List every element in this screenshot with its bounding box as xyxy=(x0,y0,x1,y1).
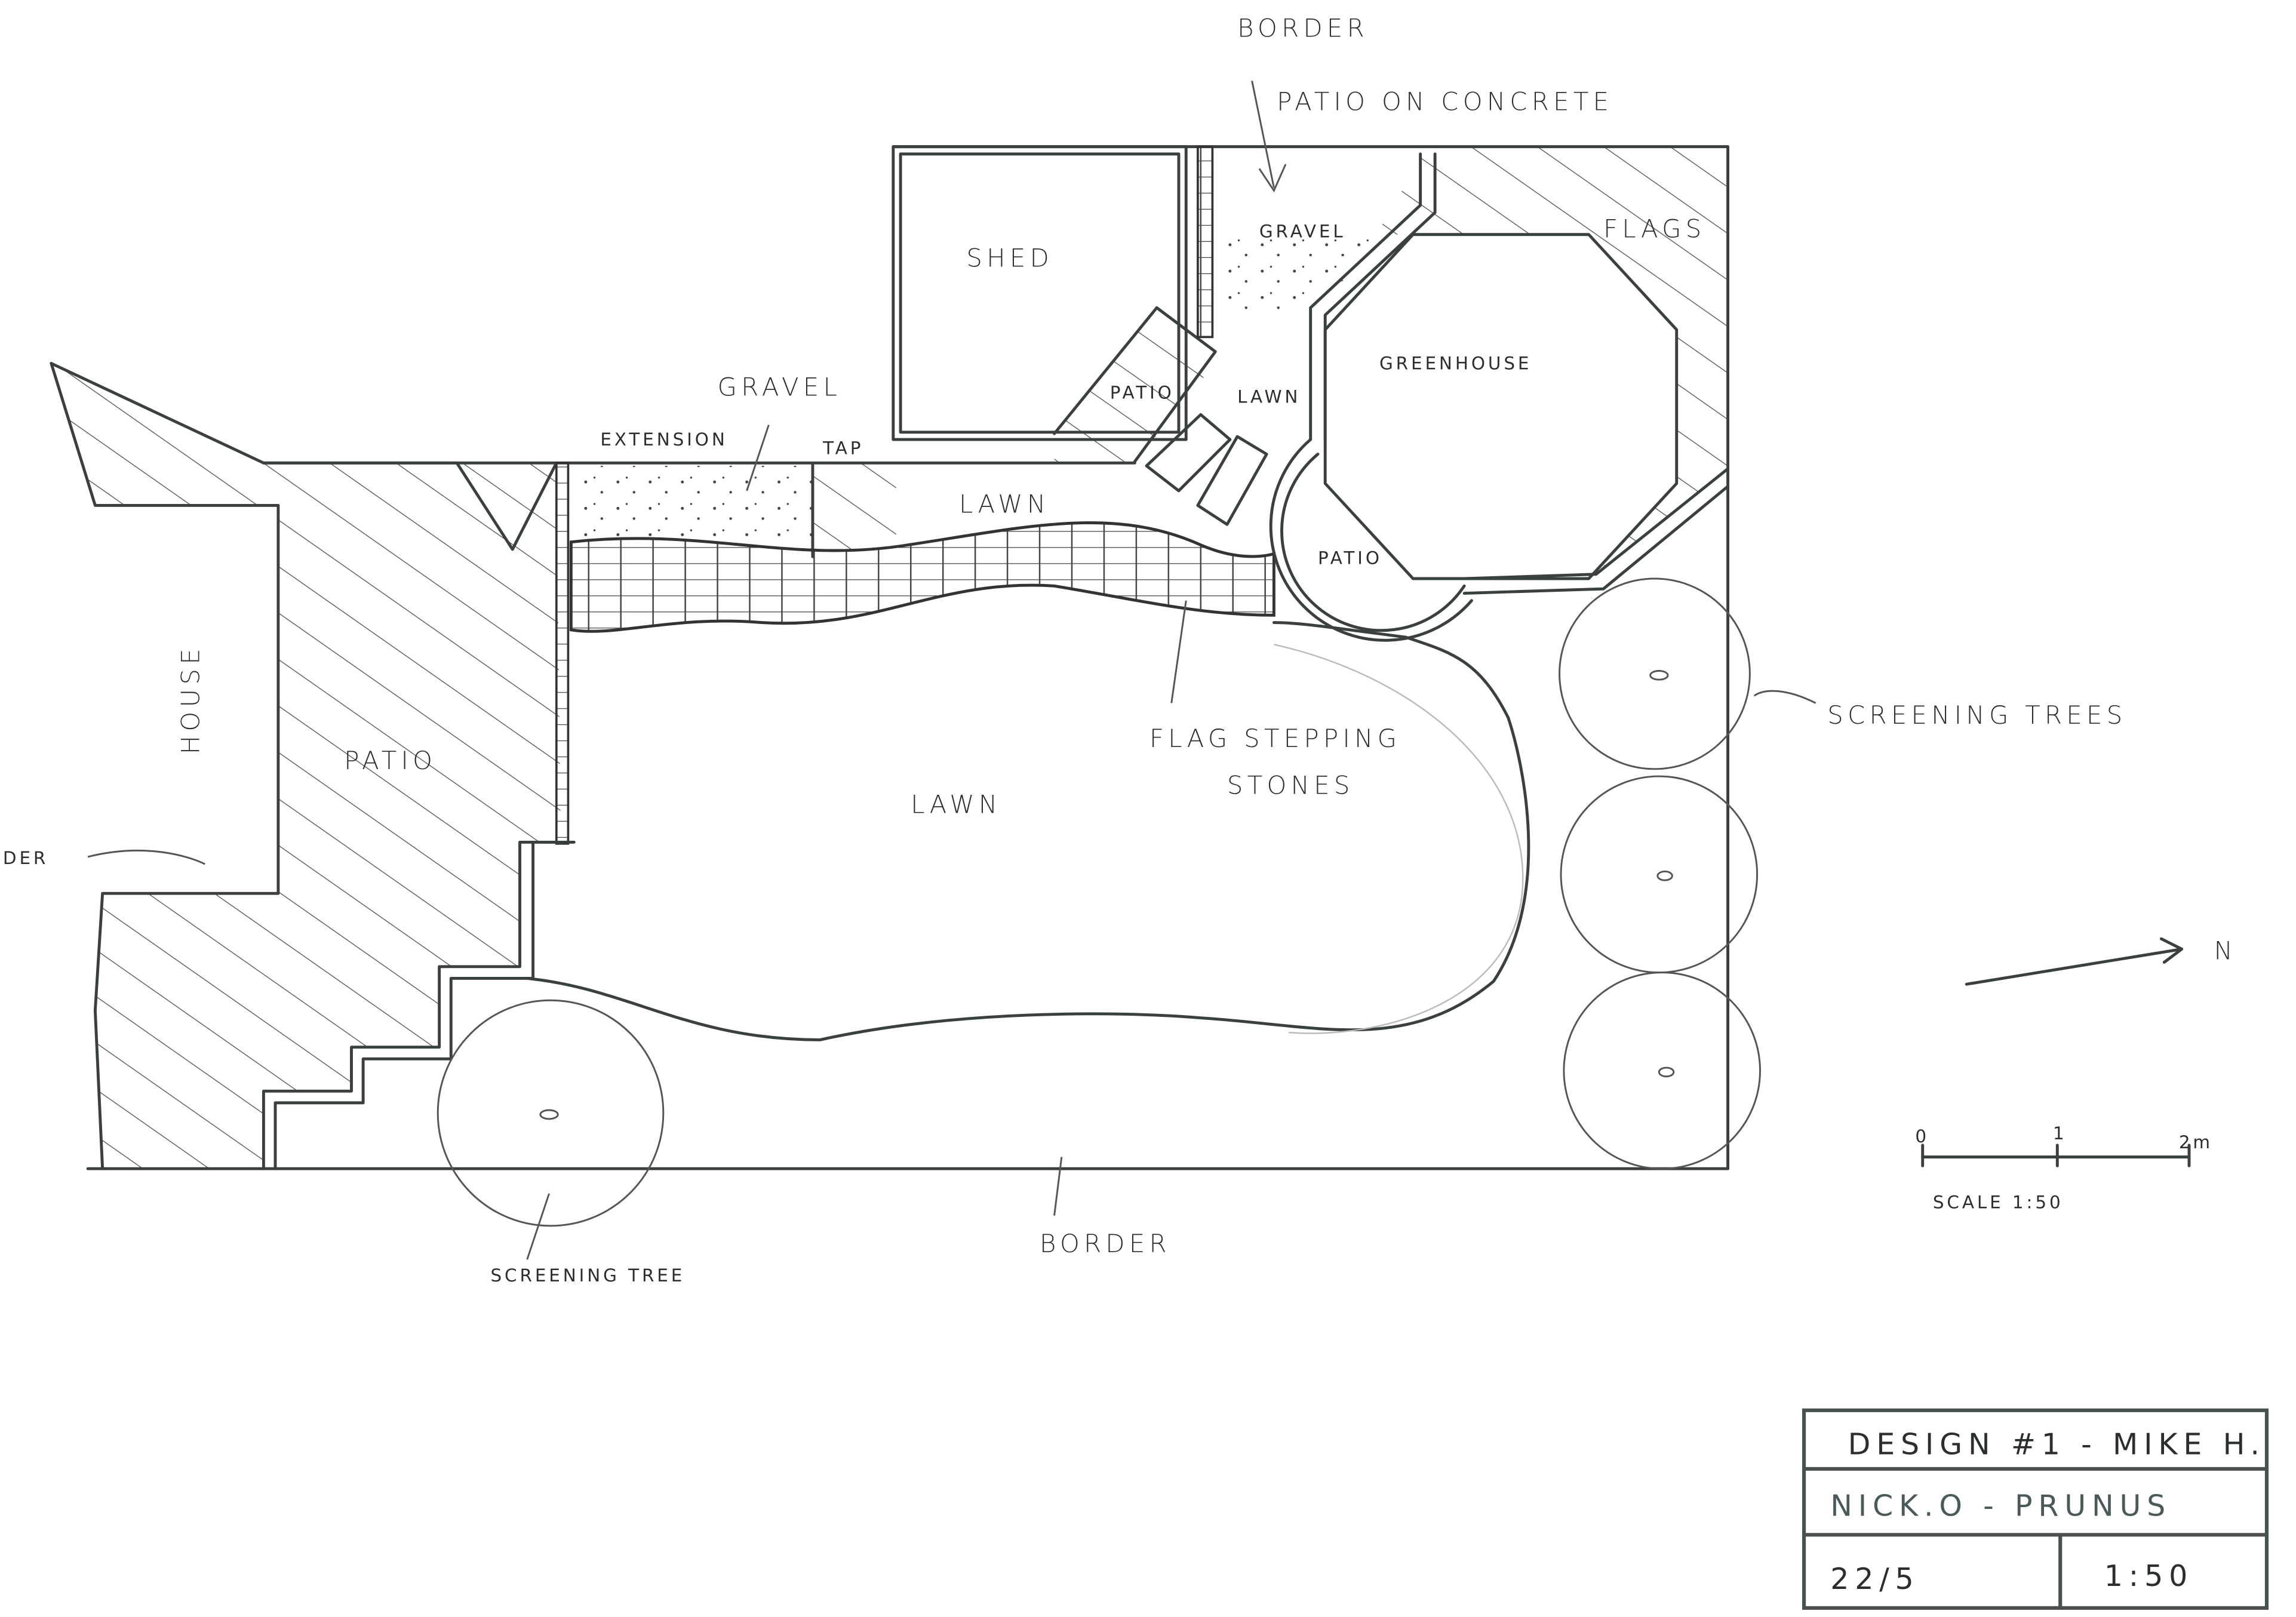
flags-hatch xyxy=(1376,146,1728,574)
label-lawn-strip: LAWN xyxy=(959,490,1050,519)
label-flags: FLAGS xyxy=(1603,214,1705,244)
title-block-scale: 1:50 xyxy=(2104,1558,2193,1593)
arrow-border-top xyxy=(1251,80,1287,193)
title-block-date: 22/5 xyxy=(1830,1561,1919,1596)
tap-area-hatch xyxy=(812,463,896,557)
label-lawn-small: LAWN xyxy=(1237,387,1301,407)
scale-tick-0: 0 xyxy=(1915,1126,1929,1146)
round-patio-edge xyxy=(1269,438,1473,642)
label-patio-main: PATIO xyxy=(344,746,437,775)
north-arrow-icon xyxy=(1965,937,2184,986)
north-label: N xyxy=(2214,936,2237,966)
scale-label: SCALE 1:50 xyxy=(1933,1192,2064,1212)
arrow-gravel xyxy=(746,425,770,491)
greenhouse xyxy=(1323,233,1679,580)
arrow-border-left xyxy=(87,850,205,865)
small-patio-outline xyxy=(1053,306,1217,463)
label-shed: SHED xyxy=(966,244,1053,273)
gravel-top xyxy=(1219,239,1391,315)
patio-wall xyxy=(555,462,570,845)
garden-boundary xyxy=(86,145,1730,1170)
small-patio-hatch xyxy=(1054,308,1216,462)
label-lawn-main: LAWN xyxy=(911,789,1001,819)
label-tap: TAP xyxy=(822,438,863,459)
shed-inner xyxy=(899,152,1181,434)
title-block-client: NICK.O - PRUNUS xyxy=(1830,1488,2171,1523)
title-block: DESIGN #1 - MIKE H. NICK.O - PRUNUS 22/5… xyxy=(1802,1408,2269,1610)
label-greenhouse: GREENHOUSE xyxy=(1379,353,1532,373)
label-border-top: BORDER xyxy=(1237,14,1369,43)
shed-side-wall xyxy=(1197,145,1214,339)
lawn-pencil xyxy=(1274,644,1524,1034)
scale-tick-2: 2m xyxy=(2179,1132,2213,1152)
flags-edge-inner xyxy=(1462,485,1730,595)
arrow-screening-trees xyxy=(1753,690,1816,704)
screening-tree xyxy=(1559,577,1751,770)
house-outline xyxy=(50,362,280,1170)
title-block-title: DESIGN #1 - MIKE H. xyxy=(1848,1427,2266,1461)
label-patio-small: PATIO xyxy=(1110,382,1175,402)
label-border-left: DER xyxy=(3,848,48,868)
stepping-stone xyxy=(1145,413,1232,493)
lawn-main xyxy=(525,621,1530,1041)
shed xyxy=(892,145,1188,441)
label-gravel-left: GRAVEL xyxy=(718,372,842,401)
label-flag-stepping: FLAG STEPPING xyxy=(1149,724,1401,753)
label-extension: EXTENSION xyxy=(600,429,727,450)
scale-tick-1: 1 xyxy=(2053,1123,2067,1143)
label-house: HOUSE xyxy=(176,644,205,754)
main-patio-hatch xyxy=(51,363,561,1169)
arrow-border-bottom xyxy=(1053,1157,1063,1216)
screening-tree xyxy=(1563,972,1761,1170)
stepping-stone xyxy=(1196,435,1268,526)
brick-path xyxy=(569,521,1275,633)
patio-steps xyxy=(262,840,563,1170)
round-patio xyxy=(1280,453,1466,632)
label-patio-round: PATIO xyxy=(1318,548,1382,568)
greenhouse-wall xyxy=(1309,152,1422,441)
arrow-flag-stepping xyxy=(1170,600,1187,703)
flags-edge xyxy=(1462,467,1730,580)
gravel-extension xyxy=(571,466,813,542)
house-notch xyxy=(50,362,558,551)
label-border-bottom: BORDER xyxy=(1040,1229,1171,1258)
label-screening-tree: SCREENING TREE xyxy=(490,1265,685,1286)
scale-bar: 0 1 2m SCALE 1:50 xyxy=(1915,1123,2213,1212)
label-screening-trees: SCREENING TREES xyxy=(1827,700,2126,730)
arrow-screening-tree xyxy=(526,1193,550,1260)
screening-tree xyxy=(437,999,665,1227)
label-gravel-top: GRAVEL xyxy=(1259,222,1346,242)
label-patio-on-concrete: PATIO ON CONCRETE xyxy=(1277,87,1613,116)
label-stones: STONES xyxy=(1227,770,1354,800)
